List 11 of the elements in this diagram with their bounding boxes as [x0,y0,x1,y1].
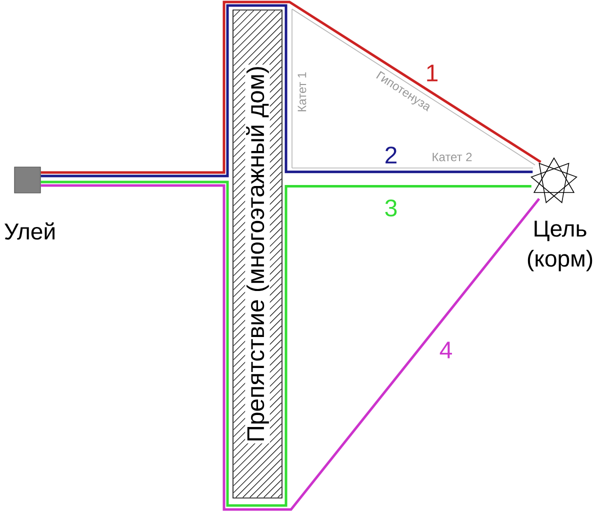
node-caption: Улей [4,222,54,240]
edge-label: 3 [385,200,397,216]
side-label: Катет 1 [298,72,306,112]
side-label: Катет 2 [432,152,472,162]
edge-label: 2 [386,146,396,164]
hatched-block: Препятствие (многоэтажный дом) [232,10,282,498]
star-symbol [530,158,578,204]
edge-label: 4 [440,342,452,358]
node-caption: Цель (корм) [528,220,592,272]
edge-label: 1 [427,64,438,82]
square-box [14,166,41,194]
